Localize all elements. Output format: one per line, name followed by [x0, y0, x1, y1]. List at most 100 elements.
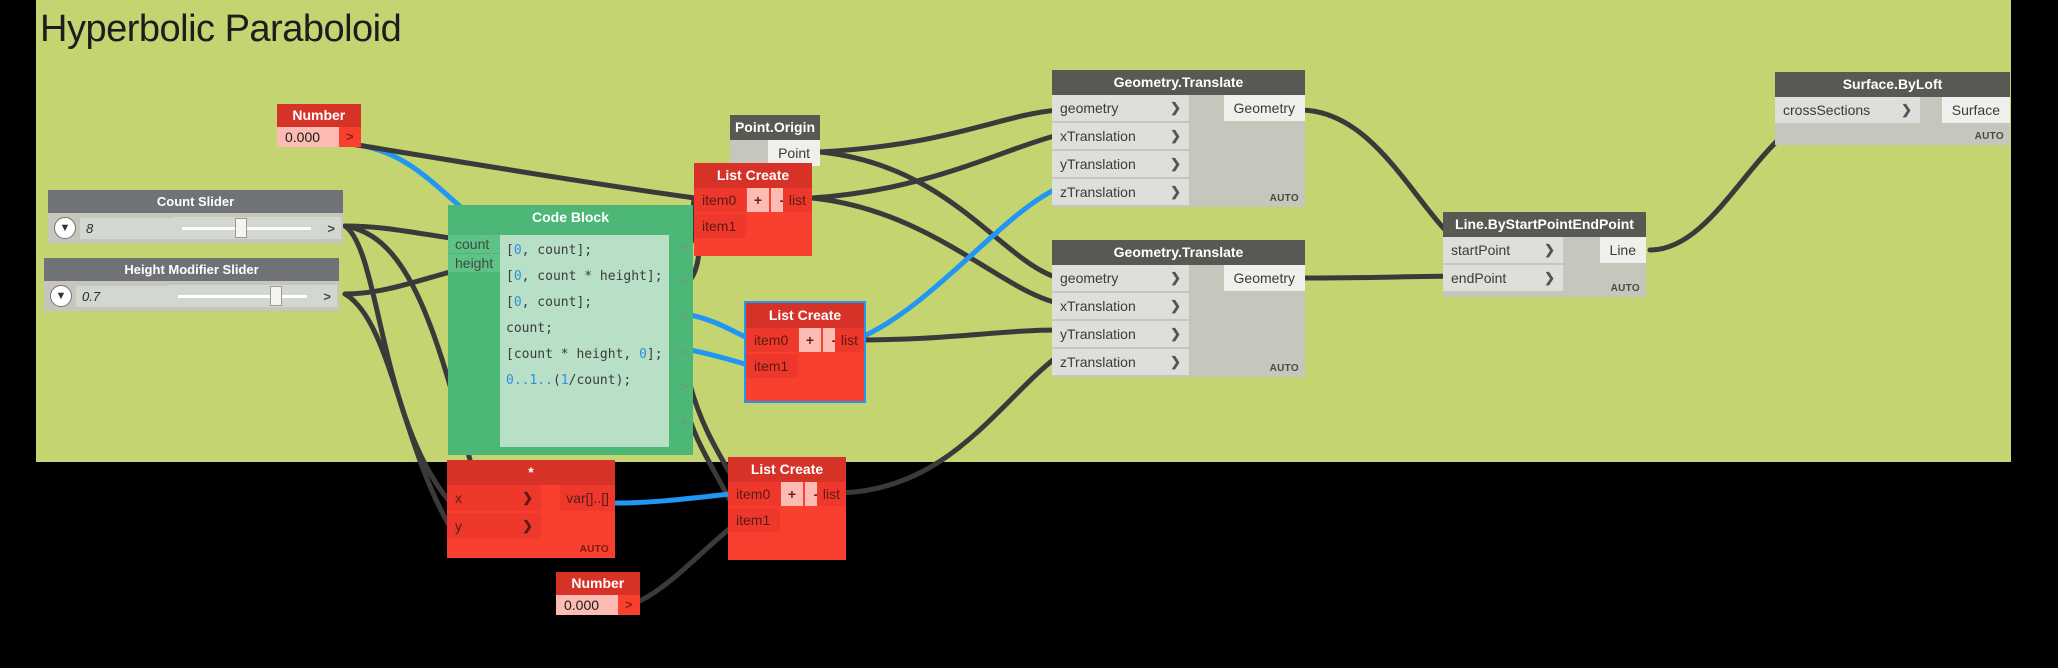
code-block-output-port-2[interactable]: > — [679, 309, 687, 324]
node-geometry-translate-1[interactable]: Geometry.Translate geometry ❯ xTranslati… — [1052, 70, 1305, 208]
geometry-translate-1-input-ztranslation[interactable]: zTranslation ❯ — [1052, 179, 1189, 206]
code-line: [0, count * height]; — [506, 269, 663, 284]
chevron-right-icon: ❯ — [1544, 242, 1555, 258]
geometry-translate-1-input-xtranslation[interactable]: xTranslation ❯ — [1052, 123, 1189, 150]
line-input-endpoint[interactable]: endPoint ❯ — [1443, 265, 1563, 292]
height-slider-value[interactable]: 0.7 — [76, 285, 168, 307]
chevron-right-icon: ❯ — [1170, 156, 1181, 172]
list-create-2-input-item0[interactable]: item0 — [746, 328, 798, 353]
node-count-slider[interactable]: Count Slider ▼ 8 > — [48, 190, 343, 243]
line-input-startpoint[interactable]: startPoint ❯ — [1443, 237, 1563, 264]
number-bottom-output-port[interactable]: > — [625, 597, 633, 613]
list-create-1-add-button[interactable]: + — [747, 188, 769, 213]
list-create-3-input-item1[interactable]: item1 — [728, 508, 780, 533]
chevron-right-icon: ❯ — [1170, 326, 1181, 342]
list-create-3-title: List Create — [728, 457, 846, 483]
node-multiply[interactable]: * x ❯ y ❯ var[]..[] AUTO — [447, 460, 615, 559]
surface-input-crosssections[interactable]: crossSections ❯ — [1775, 97, 1920, 124]
code-block-input-ports: count height — [448, 235, 501, 273]
geometry-translate-1-input-geometry[interactable]: geometry ❯ — [1052, 95, 1189, 122]
surface-auto-badge: AUTO — [1974, 131, 2004, 143]
page-title: Hyperbolic Paraboloid — [40, 8, 402, 50]
geometry-translate-2-auto-badge: AUTO — [1269, 363, 1299, 375]
list-create-2-title: List Create — [746, 303, 864, 329]
node-surface-by-loft[interactable]: Surface.ByLoft crossSections ❯ Surface A… — [1775, 72, 2010, 146]
code-block-input-height[interactable]: height — [448, 254, 501, 272]
list-create-2-output-list[interactable]: list — [834, 328, 864, 353]
node-list-create-2[interactable]: List Create item0 item1 + - list — [744, 300, 866, 404]
node-code-block[interactable]: Code Block count height [0, count]; [0, … — [448, 205, 693, 455]
count-slider-track[interactable] — [172, 217, 322, 239]
list-create-2-input-item1[interactable]: item1 — [746, 354, 798, 379]
code-block-output-port-1[interactable]: > — [679, 274, 687, 289]
code-line: count; — [506, 321, 553, 336]
geometry-translate-2-input-geometry[interactable]: geometry ❯ — [1052, 265, 1189, 292]
surface-by-loft-title: Surface.ByLoft — [1775, 72, 2010, 98]
geometry-translate-2-input-ytranslation[interactable]: yTranslation ❯ — [1052, 321, 1189, 348]
node-geometry-translate-2[interactable]: Geometry.Translate geometry ❯ xTranslati… — [1052, 240, 1305, 378]
multiply-auto-badge: AUTO — [579, 544, 609, 556]
point-origin-output-point[interactable]: Point — [768, 140, 820, 167]
geometry-translate-1-output-geometry[interactable]: Geometry — [1223, 95, 1305, 122]
chevron-right-icon: ❯ — [1170, 354, 1181, 370]
chevron-right-icon: ❯ — [1901, 102, 1912, 118]
multiply-output-var[interactable]: var[]..[] — [560, 485, 615, 512]
code-block-output-port-0[interactable]: > — [679, 239, 687, 254]
surface-output-surface[interactable]: Surface — [1941, 97, 2010, 124]
multiply-input-x[interactable]: x ❯ — [447, 485, 541, 512]
node-number-bottom[interactable]: Number 0.000 > — [556, 572, 640, 616]
line-auto-badge: AUTO — [1610, 283, 1640, 295]
geometry-translate-2-output-geometry[interactable]: Geometry — [1223, 265, 1305, 292]
multiply-input-y[interactable]: y ❯ — [447, 513, 541, 540]
geometry-translate-1-title: Geometry.Translate — [1052, 70, 1305, 96]
chevron-right-icon: ❯ — [1170, 100, 1181, 116]
list-create-3-output-list[interactable]: list — [816, 482, 846, 507]
list-create-1-output-list[interactable]: list — [782, 188, 812, 213]
chevron-down-icon[interactable]: ▼ — [54, 217, 76, 239]
list-create-3-add-button[interactable]: + — [781, 482, 803, 507]
point-origin-title: Point.Origin — [730, 115, 820, 141]
count-slider-value[interactable]: 8 — [80, 217, 172, 239]
code-line: [count * height, 0]; — [506, 347, 663, 362]
code-block-output-port-5[interactable]: > — [679, 414, 687, 429]
number-top-output-port[interactable]: > — [346, 129, 354, 145]
code-block-input-count[interactable]: count — [448, 235, 501, 253]
node-line-by-start-point-end-point[interactable]: Line.ByStartPointEndPoint startPoint ❯ e… — [1443, 212, 1646, 298]
list-create-3-input-item0[interactable]: item0 — [728, 482, 780, 507]
list-create-2-add-button[interactable]: + — [799, 328, 821, 353]
line-output-line[interactable]: Line — [1599, 237, 1646, 264]
code-line: 0..1..(1/count); — [506, 373, 632, 388]
height-slider-track[interactable] — [168, 285, 318, 307]
height-slider-knob[interactable] — [269, 286, 282, 306]
code-block-output-port-4[interactable]: > — [679, 379, 687, 394]
geometry-translate-2-input-ztranslation[interactable]: zTranslation ❯ — [1052, 349, 1189, 376]
number-top-value-input[interactable]: 0.000 — [277, 127, 339, 148]
node-height-modifier-slider[interactable]: Height Modifier Slider ▼ 0.7 > — [44, 258, 339, 311]
node-number-bottom-title: Number — [556, 572, 640, 596]
geometry-translate-2-input-xtranslation[interactable]: xTranslation ❯ — [1052, 293, 1189, 320]
node-number-top[interactable]: Number 0.000 > — [277, 104, 361, 148]
count-slider-output-port[interactable]: > — [321, 217, 341, 239]
geometry-translate-1-input-ytranslation[interactable]: yTranslation ❯ — [1052, 151, 1189, 178]
list-create-1-input-item1[interactable]: item1 — [694, 214, 746, 239]
number-bottom-value-input[interactable]: 0.000 — [556, 595, 618, 616]
code-line: [0, count]; — [506, 295, 593, 310]
line-by-start-end-title: Line.ByStartPointEndPoint — [1443, 212, 1646, 238]
geometry-translate-1-auto-badge: AUTO — [1269, 193, 1299, 205]
node-list-create-3[interactable]: List Create item0 item1 + - list — [728, 457, 846, 561]
chevron-right-icon: ❯ — [1170, 128, 1181, 144]
count-slider-knob[interactable] — [234, 218, 247, 238]
height-slider-output-port[interactable]: > — [317, 285, 337, 307]
code-block-editor[interactable]: [0, count]; [0, count * height]; [0, cou… — [500, 235, 669, 447]
list-create-1-input-item0[interactable]: item0 — [694, 188, 746, 213]
code-block-output-port-3[interactable]: > — [679, 344, 687, 359]
multiply-title: * — [447, 460, 615, 486]
node-number-top-title: Number — [277, 104, 361, 128]
list-create-1-title: List Create — [694, 163, 812, 189]
node-point-origin[interactable]: Point.Origin Point — [730, 115, 820, 167]
node-list-create-1[interactable]: List Create item0 item1 + - list — [694, 163, 812, 257]
chevron-down-icon[interactable]: ▼ — [50, 285, 72, 307]
code-block-title: Code Block — [448, 205, 693, 231]
chevron-right-icon: ❯ — [522, 518, 533, 534]
